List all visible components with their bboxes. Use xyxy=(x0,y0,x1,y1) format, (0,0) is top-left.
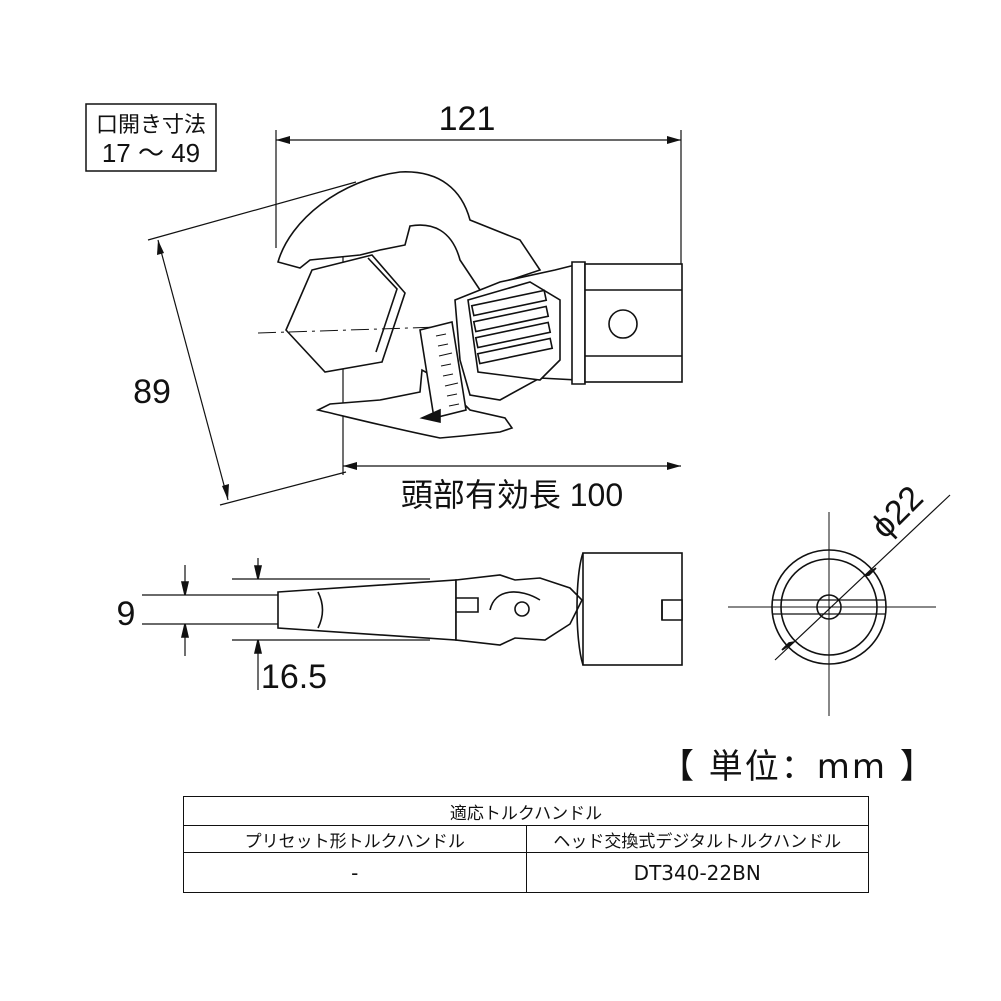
jaw-thickness-value: 16.5 xyxy=(261,658,327,696)
effective-length-value: 頭部有効長 100 xyxy=(401,477,623,513)
overall-length-value: 121 xyxy=(439,100,496,138)
thickness-value: 9 xyxy=(117,595,136,633)
drive-end-view xyxy=(728,494,951,716)
opening-size-label: 口開き寸法 xyxy=(96,112,206,137)
height-value: 89 xyxy=(133,373,171,411)
height-dimension: 89 xyxy=(133,181,357,506)
table-col2-label: ヘッド交換式デジタルトルクハンドル xyxy=(525,825,869,853)
opening-size-range: 17 ～ 49 xyxy=(102,138,200,168)
opening-size-box: 口開き寸法 17 ～ 49 xyxy=(85,103,217,172)
wrench-side-view xyxy=(142,552,683,690)
compatible-handle-table: 適応トルクハンドル プリセット形トルクハンドル ヘッド交換式デジタルトルクハンド… xyxy=(183,796,869,893)
square-drive-value: ϕ22 xyxy=(864,479,931,546)
overall-length-dimension: 121 xyxy=(275,100,682,280)
table-header: 適応トルクハンドル xyxy=(183,796,869,826)
table-col1-label: プリセット形トルクハンドル xyxy=(183,825,527,853)
wrench-top-view xyxy=(257,171,683,439)
unit-label: 【 単位：mm 】 xyxy=(660,747,936,787)
table-col2-value: DT340-22BN xyxy=(525,852,869,893)
table-col1-value: - xyxy=(183,852,527,893)
